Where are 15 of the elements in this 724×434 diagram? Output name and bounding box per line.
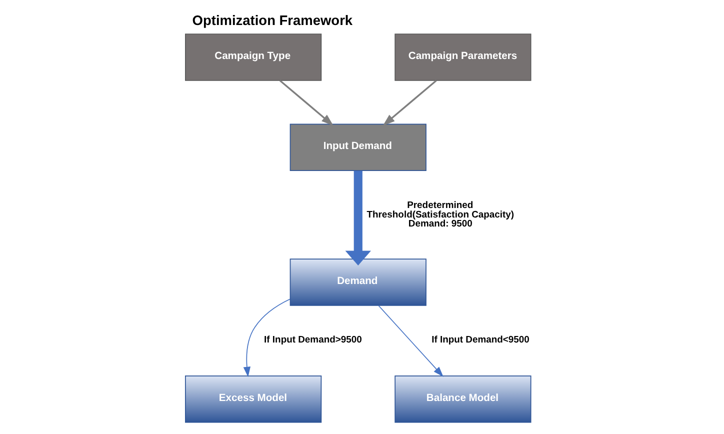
arrow: [279, 80, 334, 126]
arrow: [378, 305, 444, 377]
arrow: [382, 80, 437, 126]
node-box: Excess Model: [185, 376, 322, 423]
node-box: Demand: [290, 258, 426, 306]
arrow: [345, 170, 371, 266]
edge-label: If Input Demand<9500: [432, 334, 530, 346]
edge-label: Predetermined Threshold(Satisfaction Capacity) Demand: 9500: [366, 200, 514, 230]
diagram-title: Optimization Framework: [192, 13, 353, 28]
arrow: [243, 298, 290, 378]
node-box: Input Demand: [290, 124, 426, 172]
edge-label: If Input Demand>9500: [264, 334, 362, 346]
node-box: Campaign Parameters: [394, 34, 532, 81]
node-box: Balance Model: [394, 376, 532, 423]
node-box: Campaign Type: [185, 34, 322, 81]
